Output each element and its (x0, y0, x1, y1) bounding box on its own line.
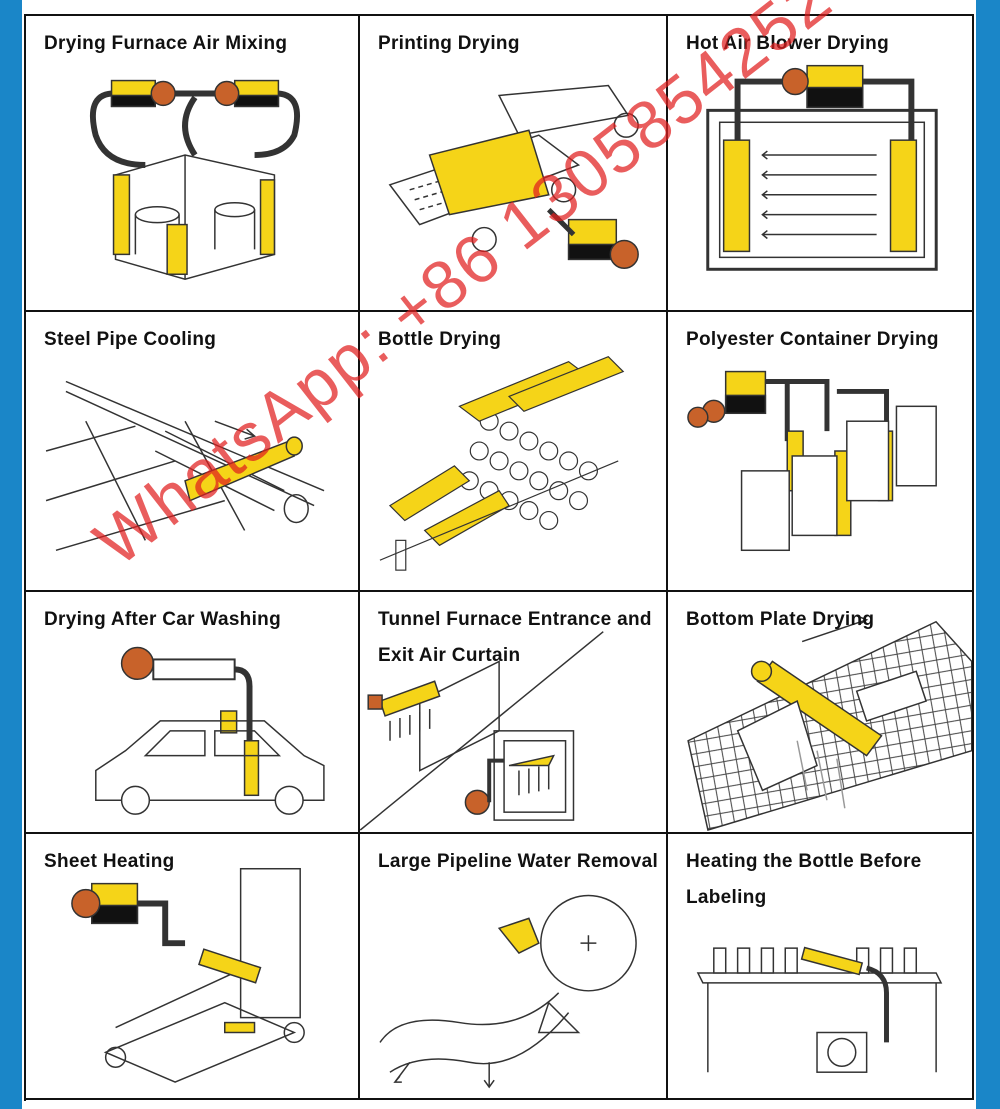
applications-sheet: Drying Furnace Air Mixing (22, 0, 976, 1109)
panel-title: Heating the Bottle Before Labeling (686, 851, 922, 908)
panel-hot-air-blower-drying: Hot Air Blower Drying (668, 16, 974, 312)
panel-title: Drying After Car Washing (44, 609, 281, 630)
panel-title: Sheet Heating (44, 851, 175, 872)
panel-bottle-drying: Bottle Drying (360, 312, 668, 592)
panel-title: Steel Pipe Cooling (44, 329, 217, 350)
panel-printing-drying: Printing Drying (360, 16, 668, 312)
panel-title: Bottom Plate Drying (686, 609, 875, 630)
car-washing-illustration (95, 646, 325, 815)
hot-air-blower-illustration (706, 64, 938, 271)
panel-tunnel-furnace-air-curtain: Tunnel Furnace Entrance and Exit Air Cur… (360, 592, 668, 834)
panel-title: Bottle Drying (378, 329, 502, 350)
panel-title: Hot Air Blower Drying (686, 33, 889, 54)
panel-title: Tunnel Furnace Entrance and Exit Air Cur… (378, 609, 652, 666)
steel-pipe-illustration (45, 380, 325, 552)
panel-title: Drying Furnace Air Mixing (44, 33, 288, 54)
polyester-container-illustration (687, 370, 937, 552)
panel-drying-after-car-washing: Drying After Car Washing (26, 592, 360, 834)
panel-steel-pipe-cooling: Steel Pipe Cooling (26, 312, 360, 592)
panel-title: Printing Drying (378, 33, 520, 54)
sheet-heating-illustration (71, 867, 305, 1083)
bottle-drying-illustration (379, 355, 625, 571)
tunnel-furnace-illustration (360, 631, 604, 831)
applications-grid: Drying Furnace Air Mixing (24, 14, 974, 1101)
panel-title: Polyester Container Drying (686, 329, 939, 350)
panel-title: Large Pipeline Water Removal (378, 851, 659, 872)
bottle-labeling-illustration (696, 946, 943, 1073)
printing-drying-illustration (388, 84, 639, 270)
air-mixing-illustration (89, 79, 301, 280)
panel-bottom-plate-drying: Bottom Plate Drying (668, 592, 974, 834)
panel-large-pipeline-water-removal: Large Pipeline Water Removal (360, 834, 668, 1100)
panel-heating-bottle-before-labeling: Heating the Bottle Before Labeling (668, 834, 974, 1100)
panel-drying-furnace-air-mixing: Drying Furnace Air Mixing (26, 16, 360, 312)
panel-sheet-heating: Sheet Heating (26, 834, 360, 1100)
bottom-plate-illustration (687, 615, 972, 831)
panel-polyester-container-drying: Polyester Container Drying (668, 312, 974, 592)
pipeline-water-illustration (379, 894, 637, 1089)
